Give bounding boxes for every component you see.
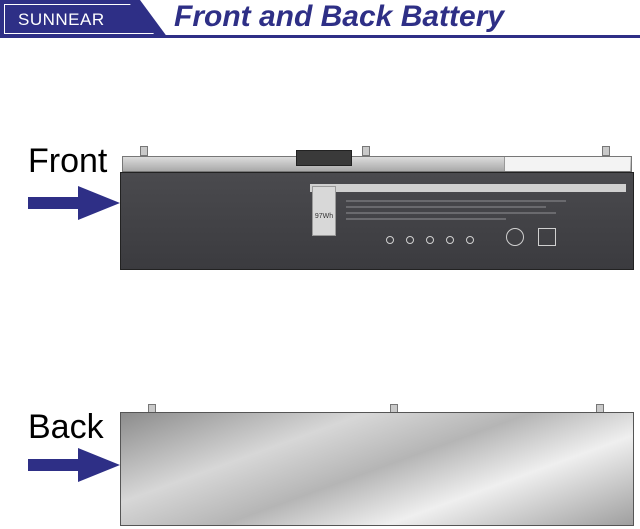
certification-icon	[386, 236, 394, 244]
fine-print-line	[346, 212, 556, 214]
battery-connector	[296, 150, 352, 166]
fine-print-line	[346, 218, 506, 220]
weee-bin-icon	[538, 228, 556, 246]
front-label: Front	[28, 142, 108, 180]
front-battery-image: 97Wh	[120, 144, 634, 274]
mount-tab	[140, 146, 148, 156]
back-label: Back	[28, 408, 104, 446]
mount-tab	[362, 146, 370, 156]
page-title: Front and Back Battery	[174, 0, 505, 33]
brand-name: SUNNEAR	[18, 10, 105, 29]
back-arrow-icon	[28, 448, 120, 482]
fine-print-line	[346, 200, 566, 202]
certification-icon	[406, 236, 414, 244]
warning-strip	[310, 184, 626, 192]
certification-icon	[466, 236, 474, 244]
battery-back-body	[120, 412, 634, 526]
capacity-label: 97Wh	[312, 186, 336, 236]
back-battery-image	[120, 404, 634, 526]
header-divider	[156, 35, 640, 38]
brand-tab-border	[4, 4, 154, 34]
mount-tab	[602, 146, 610, 156]
fine-print-line	[346, 206, 546, 208]
edge-panel	[504, 157, 630, 171]
recycle-icon	[506, 228, 524, 246]
certification-icon	[446, 236, 454, 244]
certification-icon	[426, 236, 434, 244]
front-arrow-icon	[28, 186, 120, 220]
